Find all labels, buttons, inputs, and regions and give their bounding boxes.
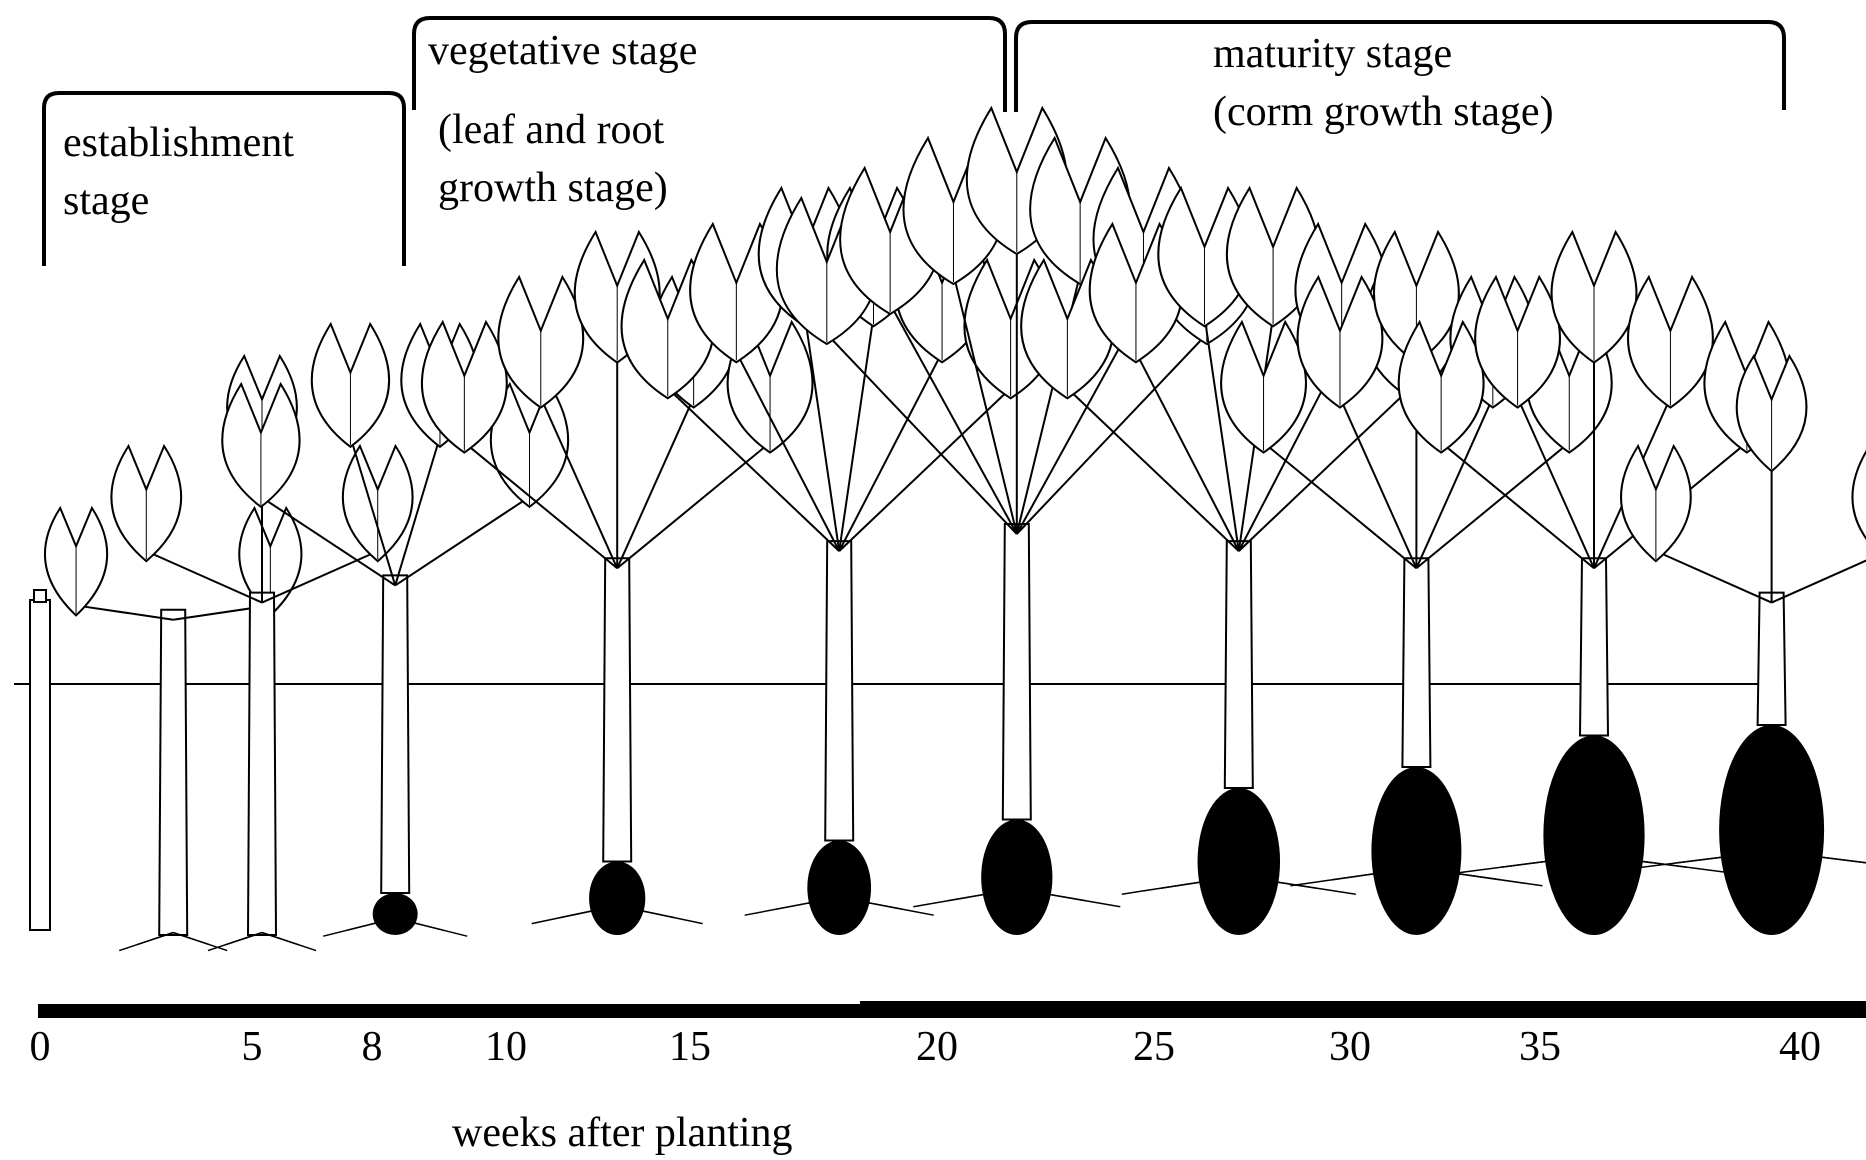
pseudostem (248, 593, 276, 935)
establishment-stage-label: establishment stage (63, 114, 294, 230)
vegetative-stage-sublabel: (leaf and root growth stage) (438, 101, 668, 217)
tick-label: 30 (1329, 1026, 1371, 1068)
pseudostem (1402, 558, 1430, 767)
petiole (395, 497, 529, 586)
timeline-bar (38, 1001, 1866, 1018)
vegetative-stage-label: vegetative stage (428, 22, 697, 80)
corm (1719, 725, 1824, 935)
pseudostem (825, 541, 853, 840)
petiole (617, 443, 770, 569)
pseudostem (159, 610, 187, 935)
pseudostem (1758, 593, 1786, 725)
root (262, 933, 316, 951)
establishment-line-2: stage (63, 172, 294, 230)
corm (1543, 736, 1644, 936)
sett (30, 600, 50, 930)
petiole (1340, 398, 1416, 569)
petiole (1772, 551, 1866, 602)
tick-label: 5 (242, 1026, 263, 1068)
tick-label: 40 (1779, 1026, 1821, 1068)
petiole (76, 605, 173, 619)
sett-top (34, 590, 46, 602)
tick-label: 35 (1519, 1026, 1561, 1068)
plants-group (30, 108, 1866, 951)
corm (1198, 788, 1281, 935)
tick-label: 10 (485, 1026, 527, 1068)
corm (1371, 767, 1461, 935)
maturity-stage-label: maturity stage (corm growth stage) (1213, 25, 1554, 141)
vegetative-line-3: growth stage) (438, 159, 668, 217)
corm (589, 862, 645, 936)
tick-label: 25 (1133, 1026, 1175, 1068)
maturity-line-2: (corm growth stage) (1213, 83, 1554, 141)
vegetative-line-1: vegetative stage (428, 22, 697, 80)
axis-caption: weeks after planting (452, 1108, 793, 1158)
petiole (617, 398, 693, 569)
timeline-bar-shape (38, 1001, 1866, 1018)
tick-label: 15 (669, 1026, 711, 1068)
vegetative-line-2: (leaf and root (438, 101, 668, 159)
corm (373, 893, 418, 935)
petiole (1656, 551, 1772, 602)
corm (807, 841, 871, 936)
tick-label: 8 (362, 1026, 383, 1068)
petiole (1441, 443, 1594, 569)
establishment-line-1: establishment (63, 114, 294, 172)
pseudostem (603, 558, 631, 861)
pseudostem (381, 575, 409, 893)
corm (981, 820, 1052, 936)
pseudostem (1225, 541, 1253, 788)
root (173, 933, 227, 951)
petiole (1067, 388, 1238, 551)
leaf-blade (1852, 446, 1866, 561)
maturity-line-1: maturity stage (1213, 25, 1554, 83)
petiole (839, 388, 1010, 551)
tick-label: 20 (916, 1026, 958, 1068)
pseudostem (1580, 558, 1608, 735)
tick-label: 0 (30, 1026, 51, 1068)
pseudostem (1003, 524, 1031, 820)
